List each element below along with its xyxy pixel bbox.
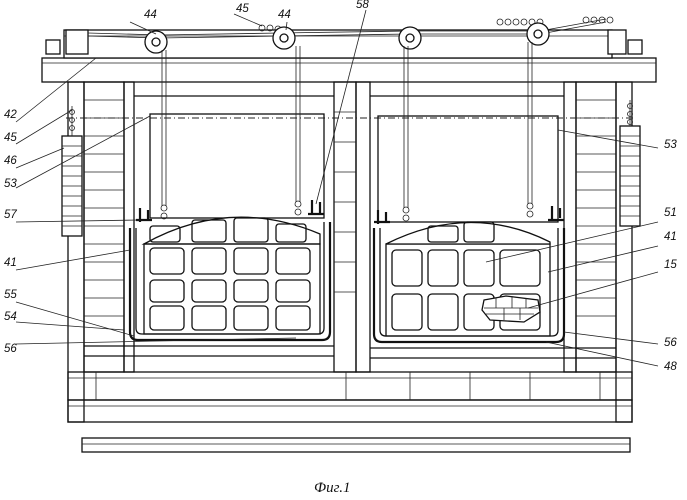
label-15: 15	[664, 259, 677, 271]
label-45-side: 45	[4, 132, 17, 144]
label-48: 48	[664, 361, 677, 373]
label-53-left: 53	[4, 178, 17, 190]
label-53-right: 53	[664, 139, 677, 151]
label-55: 55	[4, 289, 17, 301]
label-41-left: 41	[4, 257, 17, 269]
label-54: 54	[4, 311, 17, 323]
figure-caption: Фиг.1	[314, 480, 350, 496]
label-44-mid: 44	[278, 9, 291, 21]
top-beam	[42, 30, 656, 82]
label-56-left: 56	[4, 343, 17, 355]
label-41-right: 41	[664, 231, 677, 243]
right-cage	[374, 206, 564, 342]
label-42: 42	[4, 109, 17, 121]
label-51: 51	[664, 207, 677, 219]
lower-structure	[68, 346, 632, 452]
label-45-top: 45	[236, 3, 249, 15]
label-46: 46	[4, 155, 17, 167]
frame-columns	[68, 82, 632, 422]
label-57: 57	[4, 209, 17, 221]
label-44-left: 44	[144, 9, 157, 21]
label-58: 58	[356, 0, 369, 11]
label-56-right: 56	[664, 337, 677, 349]
hoods	[150, 114, 558, 222]
column-brickwork	[84, 100, 616, 316]
left-cage	[130, 200, 330, 340]
